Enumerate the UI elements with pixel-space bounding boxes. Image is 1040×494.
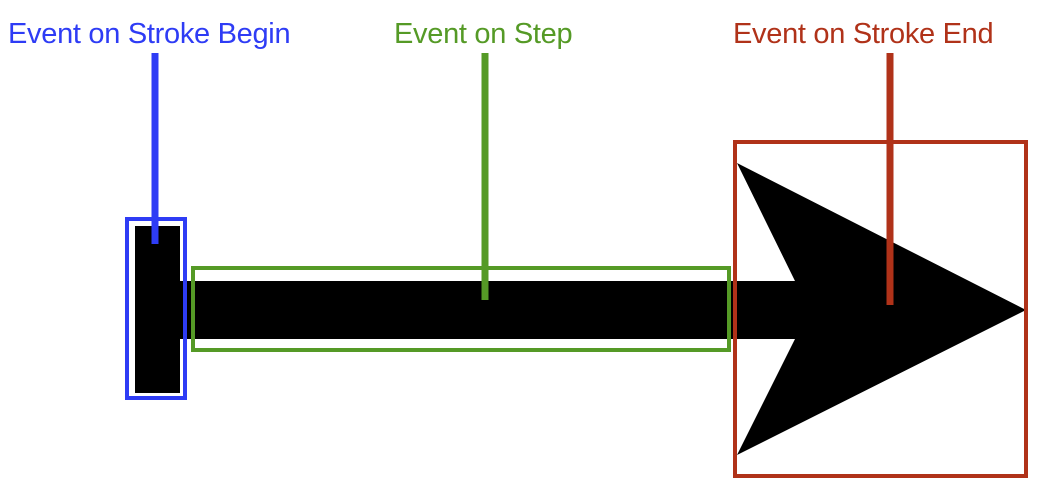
label-step: Event on Step [394, 18, 573, 50]
step-callout [191, 53, 731, 352]
arrowhead-icon [737, 163, 1026, 455]
end-callout [733, 53, 1028, 478]
end-highlight-box [733, 140, 1028, 478]
label-stroke-end: Event on Stroke End [733, 18, 994, 50]
begin-callout [125, 53, 187, 400]
label-stroke-begin: Event on Stroke Begin [8, 18, 291, 50]
start-cap-bar [135, 226, 180, 393]
step-highlight-box [191, 266, 731, 352]
